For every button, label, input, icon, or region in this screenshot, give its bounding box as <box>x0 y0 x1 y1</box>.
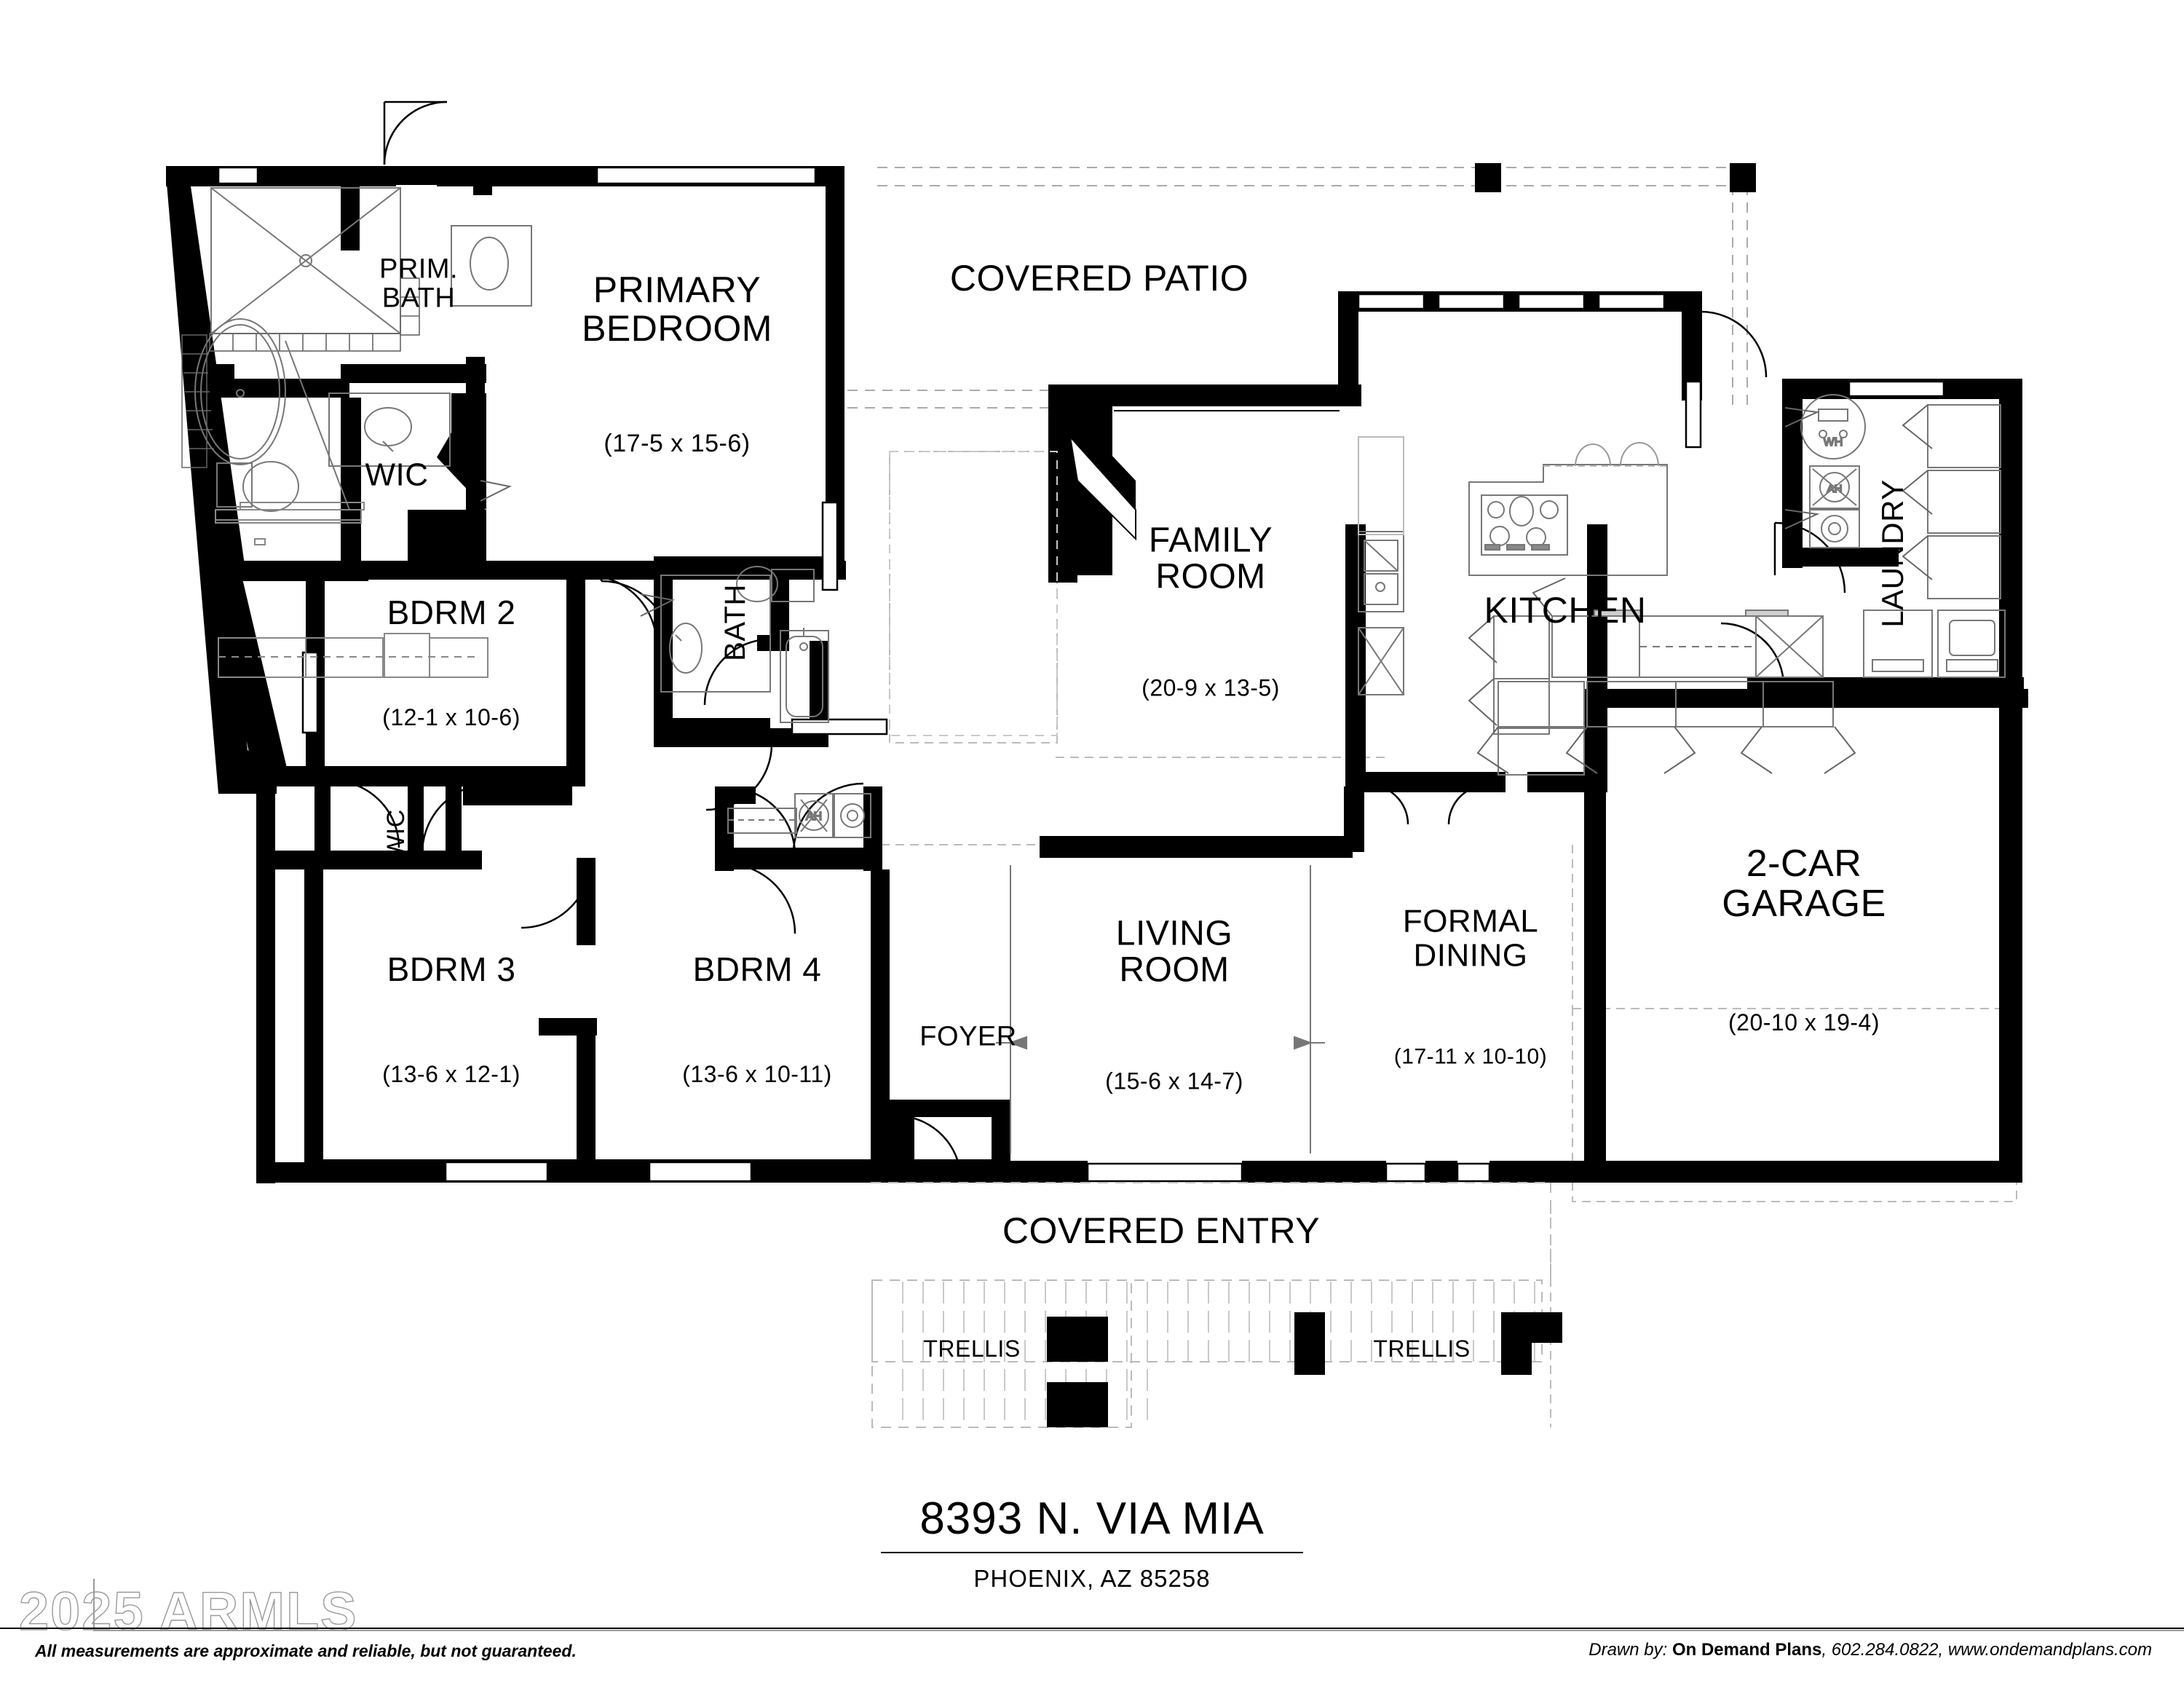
room-name: PRIMARY BEDROOM <box>582 269 772 349</box>
room-label-trellis-right: TRELLIS <box>1373 1288 1470 1411</box>
room-label-foyer: FOYER <box>919 964 1016 1109</box>
title-block: 8393 N. VIA MIA PHOENIX, AZ 85258 <box>837 1496 1347 1593</box>
room-label-prim-bath: PRIM. BATH <box>379 197 458 371</box>
room-name: FOYER <box>919 1021 1017 1052</box>
svg-text:AH: AH <box>806 811 822 823</box>
room-name: TRELLIS <box>923 1336 1021 1362</box>
svg-text:AH: AH <box>1827 483 1843 495</box>
room-label-wic-bdrm2: WIC <box>332 809 462 859</box>
laundry-fixtures: WH AH <box>1800 394 2006 678</box>
door-swings <box>331 100 1846 1182</box>
room-dimension: (20-9 x 13-5) <box>1142 674 1280 701</box>
room-name: BDRM 4 <box>692 950 822 988</box>
room-label-covered-patio: COVERED PATIO <box>950 183 1249 374</box>
room-name: WIC <box>365 457 429 493</box>
room-dimension: (17-11 x 10-10) <box>1393 1044 1548 1069</box>
drawn-by-credit: Drawn by: On Demand Plans, 602.284.0822,… <box>1588 1640 2152 1660</box>
room-name: LIVING ROOM <box>1115 914 1233 990</box>
room-name: BATH <box>719 584 751 661</box>
patio-posts <box>1475 163 1756 192</box>
room-label-garage: 2-CAR GARAGE (20-10 x 19-4) <box>1722 765 1886 1114</box>
utility-closet-fixtures: AH <box>727 793 871 838</box>
room-name: BDRM 3 <box>387 950 516 988</box>
property-address: 8393 N. VIA MIA <box>919 1494 1265 1544</box>
trellis-hatch <box>871 1279 1562 1428</box>
room-name: COVERED ENTRY <box>1002 1210 1321 1251</box>
fireplace <box>1060 401 1340 541</box>
drawn-by-contact: , 602.284.0822, www.ondemandplans.com <box>1821 1640 2152 1660</box>
mls-watermark: 2025 ARMLS <box>18 1580 358 1641</box>
room-name: WIC <box>382 809 411 859</box>
patio-outline <box>871 1182 1551 1282</box>
room-label-bdrm3: BDRM 3 (13-6 x 12-1) <box>382 881 521 1158</box>
drawn-by-prefix: Drawn by: <box>1588 1640 1668 1660</box>
room-label-bath: BATH <box>659 584 812 661</box>
room-label-formal-dining: FORMAL DINING (17-11 x 10-10) <box>1394 838 1547 1136</box>
room-label-kitchen: KITCHEN <box>1484 515 1647 706</box>
property-city-state-zip: PHOENIX, AZ 85258 <box>973 1565 1211 1592</box>
room-name: TRELLIS <box>1373 1336 1471 1362</box>
footer-divider <box>0 1628 2184 1629</box>
room-label-living-room: LIVING ROOM (15-6 x 14-7) <box>1105 843 1243 1168</box>
watermark-rule-vertical <box>93 1579 95 1631</box>
dimension-ticks <box>996 865 1325 1153</box>
room-label-wic-primary: WIC <box>365 392 428 560</box>
room-label-primary-bedroom: PRIMARY BEDROOM (17-5 x 15-6) <box>582 194 772 534</box>
kitchen-fixtures <box>1358 436 1834 776</box>
room-name: BDRM 2 <box>387 593 516 631</box>
room-label-bdrm2: BDRM 2 (12-1 x 10-6) <box>382 524 521 801</box>
room-label-family-room: FAMILY ROOM (20-9 x 13-5) <box>1142 449 1280 775</box>
svg-text:WH: WH <box>1824 436 1843 449</box>
room-name: COVERED PATIO <box>949 257 1249 299</box>
room-dimension: (20-10 x 19-4) <box>1728 1009 1880 1036</box>
room-label-trellis-left: TRELLIS <box>923 1288 1020 1411</box>
room-label-bdrm4: BDRM 4 (13-6 x 10-11) <box>682 881 832 1158</box>
exterior-walls <box>166 166 2028 1183</box>
watermark-rule-horizontal <box>93 1630 2184 1631</box>
room-dimension: (17-5 x 15-6) <box>604 430 751 458</box>
room-dimension: (15-6 x 14-7) <box>1105 1068 1243 1095</box>
room-dimension: (13-6 x 12-1) <box>382 1061 521 1088</box>
ceiling-dashed-lines <box>830 167 1748 409</box>
hall-bath-fixtures <box>660 566 829 723</box>
room-label-covered-entry: COVERED ENTRY <box>1002 1135 1320 1327</box>
measurement-disclaimer: All measurements are approximate and rel… <box>35 1641 577 1660</box>
title-rule <box>881 1552 1303 1553</box>
room-name: FORMAL DINING <box>1402 903 1539 974</box>
room-label-laundry: LAUNDRY <box>1813 479 1973 627</box>
room-name: 2-CAR GARAGE <box>1722 843 1886 925</box>
cabinet-swings <box>480 404 1933 774</box>
room-name: KITCHEN <box>1484 589 1647 631</box>
room-name: PRIM. BATH <box>379 253 459 313</box>
room-name: LAUNDRY <box>1875 479 1910 628</box>
drawn-by-company: On Demand Plans <box>1671 1640 1822 1660</box>
fixtures <box>181 187 1058 736</box>
room-name: FAMILY ROOM <box>1148 521 1273 596</box>
room-dimension: (12-1 x 10-6) <box>382 704 521 731</box>
room-dimension: (13-6 x 10-11) <box>682 1061 832 1088</box>
